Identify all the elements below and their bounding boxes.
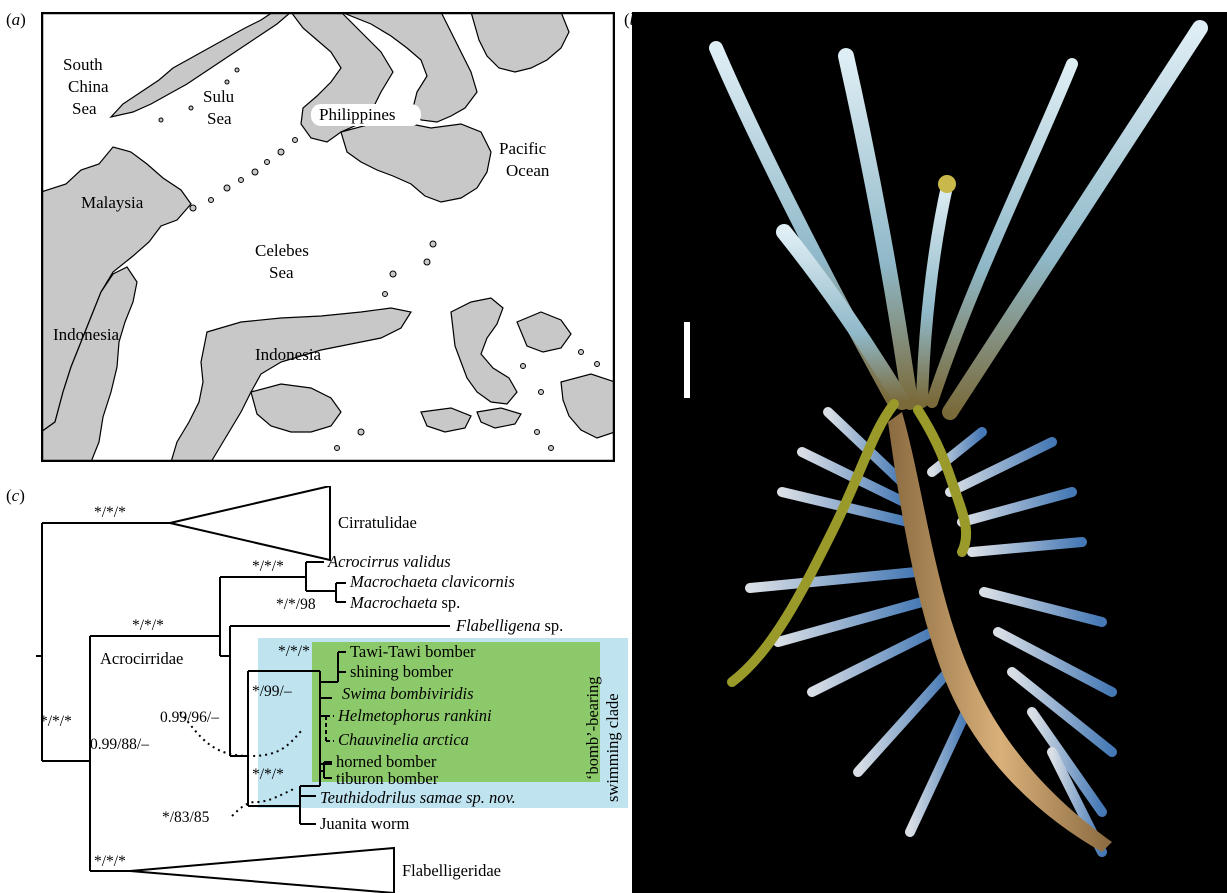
label-acrocirridae: Acrocirridae [100, 649, 183, 668]
label-south-china-sea-3: Sea [72, 99, 97, 118]
label-south-china-sea-2: China [68, 77, 109, 96]
support-helmeto-chauvin: 0.99/88/– [90, 736, 149, 753]
label-juanita-worm: Juanita worm [320, 814, 410, 833]
label-swimming-clade: swimming clade [603, 693, 622, 802]
flabelligeridae-triangle [130, 848, 394, 893]
label-cirratulidae: Cirratulidae [338, 513, 417, 532]
label-shining-bomber: shining bomber [350, 662, 454, 681]
support-acrocirrus-macrochaeta: */*/* [252, 558, 284, 575]
support-cirratulidae: */*/* [94, 504, 126, 521]
label-tawi-tawi-bomber: Tawi-Tawi bomber [350, 642, 476, 661]
label-sulu-sea-1: Sulu [203, 87, 235, 106]
label-helmetophorus-rankini: Helmetophorus rankini [337, 706, 492, 725]
label-indonesia-south: Indonesia [255, 345, 322, 364]
support-horned-tiburon: */*/* [252, 766, 284, 783]
label-macrochaeta-sp: Macrochaeta sp. [349, 593, 460, 612]
photo-background [632, 12, 1227, 893]
worm-photo [632, 12, 1227, 893]
support-flabelligeridae: */*/* [94, 853, 126, 870]
label-flabelligeridae: Flabelligeridae [402, 861, 501, 880]
label-macrochaeta-clavicornis: Macrochaeta clavicornis [349, 572, 515, 591]
phylogeny-panel: Cirratulidae Flabelligeridae Acrocirrida… [20, 486, 630, 893]
support-swima-group: */99/– [252, 683, 292, 700]
label-pacific-ocean-2: Ocean [506, 161, 550, 180]
support-bomb-bearing: */*/* [278, 643, 310, 660]
support-swimming-clade: 0.99/96/– [160, 709, 219, 726]
support-acrocirridae: */*/* [132, 617, 164, 634]
panel-label-a: (a) [6, 10, 26, 30]
label-chauvinelia-arctica: Chauvinelia arctica [338, 730, 469, 749]
support-teuthidodrilus-juanita: */83/85 [162, 809, 210, 826]
cirratulidae-triangle [170, 486, 330, 560]
label-south-china-sea-1: South [63, 55, 103, 74]
label-celebes-sea-1: Celebes [255, 241, 309, 260]
map-panel: South China Sea Sulu Sea Philippines Pac… [41, 12, 615, 462]
label-malaysia: Malaysia [81, 193, 144, 212]
label-indonesia-west: Indonesia [53, 325, 120, 344]
label-swima-bombiviridis: Swima bombiviridis [342, 684, 474, 703]
support-macrochaeta: */*/98 [276, 596, 316, 613]
label-teuthidodrilus: Teuthidodrilus samae sp. nov. [320, 788, 516, 807]
label-flabelligena-sp: Flabelligena sp. [455, 616, 563, 635]
label-bomb-bearing: ‘bomb’-bearing [583, 676, 602, 780]
label-pacific-ocean-1: Pacific [499, 139, 547, 158]
palp-tip [938, 175, 956, 193]
support-root: */*/* [40, 713, 72, 730]
label-sulu-sea-2: Sea [207, 109, 232, 128]
label-celebes-sea-2: Sea [269, 263, 294, 282]
label-tiburon-bomber: tiburon bomber [336, 769, 439, 788]
label-acrocirrus-validus: Acrocirrus validus [327, 552, 451, 571]
scale-bar [684, 322, 690, 398]
label-philippines: Philippines [319, 105, 396, 124]
